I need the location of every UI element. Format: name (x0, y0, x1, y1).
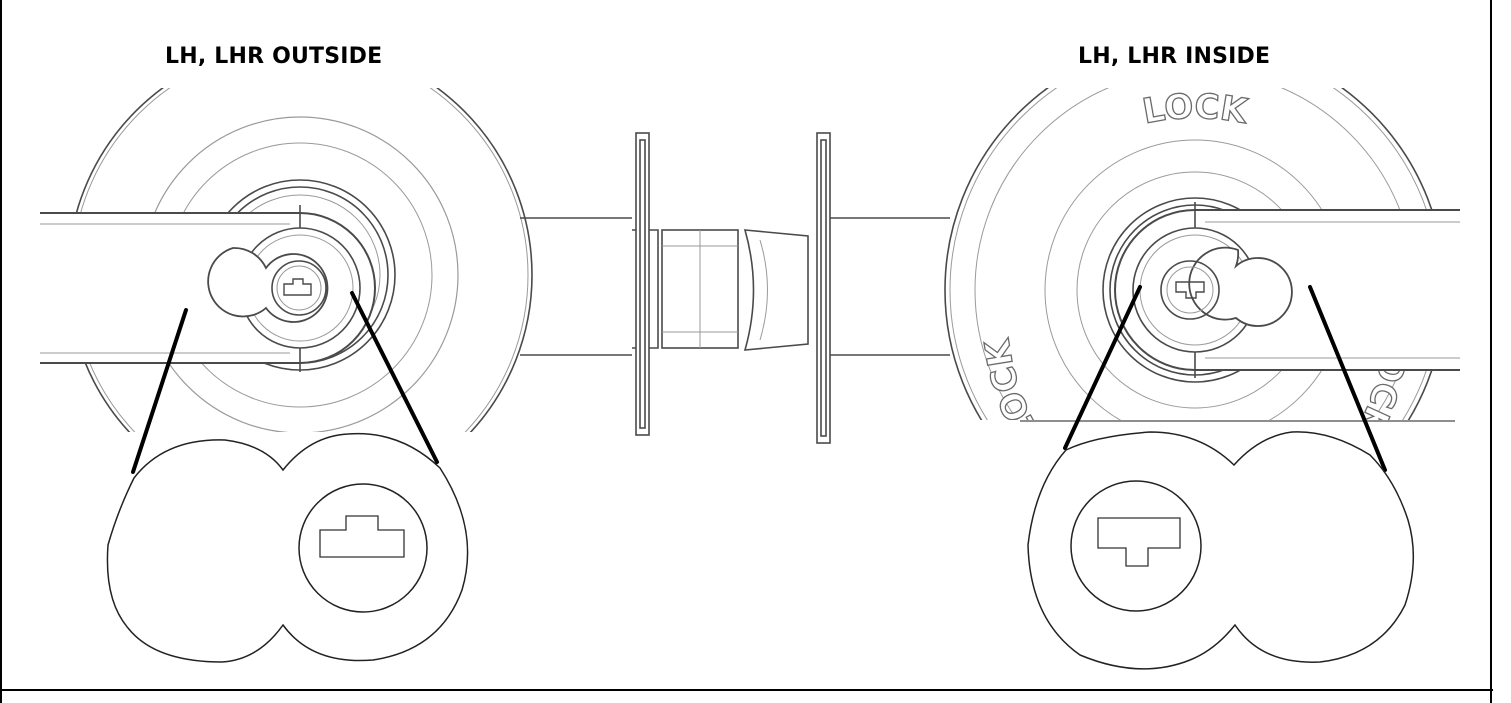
inside-mounting-plate (816, 132, 831, 444)
outside-detail-zoom (106, 432, 469, 663)
rose-lock-text-top-path: LOCK (1139, 88, 1252, 133)
inside-detail-turn-button (1070, 480, 1202, 612)
outside-view-title: LH, LHR OUTSIDE (165, 44, 383, 69)
outside-keyway-small (283, 278, 312, 296)
inside-keyway-small (1175, 281, 1205, 299)
outside-mounting-plate (635, 132, 650, 436)
callout-leader-lines (131, 285, 1387, 474)
outside-detail-keyway (319, 515, 405, 558)
rose-lock-text-left: LOCK (977, 335, 1048, 448)
inside-detail-keyway (1097, 517, 1181, 567)
outside-detail-cylinder (298, 483, 428, 613)
inside-view-title: LH, LHR INSIDE (1078, 44, 1271, 69)
rose-lock-text-top: LOCK (1140, 87, 1252, 133)
chassis-drawing (520, 132, 950, 444)
latch-cone (743, 229, 809, 351)
inside-detail-zoom (1027, 431, 1415, 670)
outside-lever-drawing (40, 88, 533, 432)
rose-lock-text-left-path: LOCK (977, 335, 1049, 420)
inside-lever-drawing: LOCK LOCK LOCK (944, 87, 1460, 448)
